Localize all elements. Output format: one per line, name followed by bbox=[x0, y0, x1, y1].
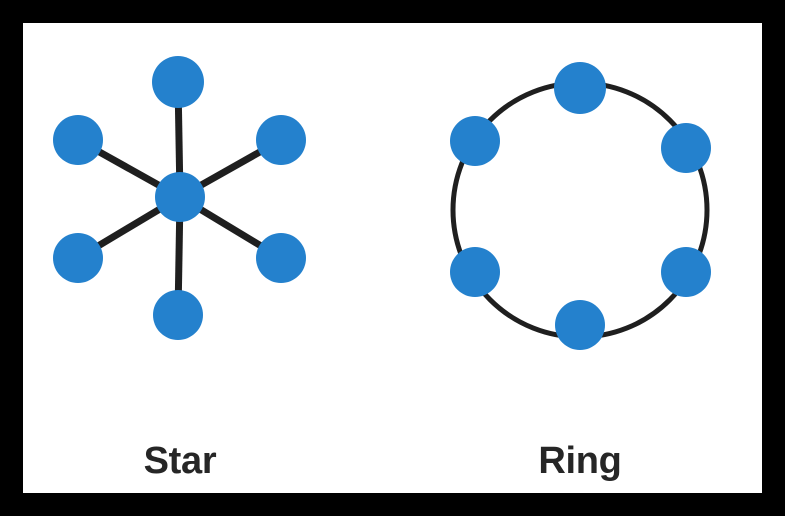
star-node-lower-left[interactable] bbox=[53, 233, 103, 283]
ring-node-lower-right[interactable] bbox=[661, 247, 711, 297]
ring-node-lower-left[interactable] bbox=[450, 247, 500, 297]
star-node-top[interactable] bbox=[152, 56, 204, 108]
hub-node[interactable] bbox=[155, 172, 205, 222]
ring-network-group bbox=[450, 62, 711, 350]
star-node-upper-left[interactable] bbox=[53, 115, 103, 165]
ring-caption-line-1: Ring bbox=[538, 440, 622, 483]
star-caption-line-1: Star bbox=[143, 440, 217, 483]
star-network-group bbox=[53, 56, 306, 340]
ring-node-upper-left[interactable] bbox=[450, 116, 500, 166]
ring-node-bottom[interactable] bbox=[555, 300, 605, 350]
white-panel bbox=[23, 23, 762, 493]
ring-node-upper-right[interactable] bbox=[661, 123, 711, 173]
ring-node-top[interactable] bbox=[554, 62, 606, 114]
star-node-upper-right[interactable] bbox=[256, 115, 306, 165]
ring-network-caption: Ring Network bbox=[440, 364, 720, 516]
star-node-bottom[interactable] bbox=[153, 290, 203, 340]
star-nodes bbox=[53, 56, 306, 340]
star-network-caption: Star Network bbox=[40, 364, 320, 516]
ring-nodes bbox=[450, 62, 711, 350]
star-node-lower-right[interactable] bbox=[256, 233, 306, 283]
